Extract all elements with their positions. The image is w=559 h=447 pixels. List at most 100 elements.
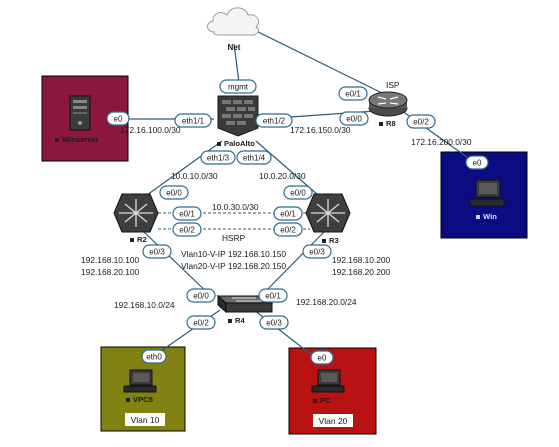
r2-ip-vlan20: 192.168.20.100	[81, 267, 140, 277]
subnet-pa-r3: 10.0.20.0/30	[259, 171, 306, 181]
svg-text:e0/1: e0/1	[280, 210, 296, 219]
vpc5-vlan-label: Vlan 10	[131, 415, 160, 425]
pc-pc-icon[interactable]	[311, 369, 345, 393]
interface-ws-e0[interactable]: e0	[106, 111, 130, 126]
r2-label: R2	[137, 235, 147, 244]
winserver-status-icon	[55, 138, 59, 142]
hsrp-label: HSRP	[222, 233, 246, 243]
r4-switch-icon[interactable]	[216, 294, 274, 314]
interface-r2-e01[interactable]: e0/1	[172, 206, 202, 221]
vpc5-pc-icon[interactable]	[123, 369, 157, 393]
win-label: Win	[483, 212, 497, 221]
link-r3-r4	[259, 231, 325, 298]
svg-text:e0/3: e0/3	[266, 319, 282, 328]
pc-label: PC	[320, 396, 331, 405]
cloud-icon[interactable]	[207, 7, 260, 36]
router-icon[interactable]	[368, 91, 408, 117]
paloalto-label: PaloAlto	[224, 139, 255, 148]
svg-text:eth1/1: eth1/1	[182, 117, 205, 126]
r2-l3-switch-icon[interactable]	[113, 193, 159, 233]
r4-status-icon	[228, 319, 232, 323]
svg-text:e0/2: e0/2	[193, 319, 209, 328]
vlan20-subnet: 192.168.20.0/24	[296, 297, 357, 307]
svg-text:e0: e0	[318, 354, 327, 363]
subnet-r2-r3: 10.0.30.0/30	[212, 202, 259, 212]
net-label: Net	[228, 43, 241, 52]
link-paloalto-r2	[146, 140, 223, 196]
svg-text:e0/2: e0/2	[179, 226, 195, 235]
svg-text:e0/1: e0/1	[345, 90, 361, 99]
interface-isp-e02[interactable]: e0/2	[406, 114, 436, 129]
interface-pa-eth14[interactable]: eth1/4	[236, 150, 272, 165]
firewall-icon[interactable]	[217, 95, 259, 137]
r2-status-icon	[130, 238, 134, 242]
r2-ip-vlan10: 192.168.10.100	[81, 255, 140, 265]
pc-status-icon	[313, 399, 317, 403]
interface-r3-e02[interactable]: e0/2	[273, 222, 303, 237]
interface-r3-e03[interactable]: e0/3	[302, 244, 332, 259]
svg-text:e0/0: e0/0	[166, 189, 182, 198]
vpc5-label: VPC5	[133, 395, 154, 404]
vpc5-status-icon	[126, 398, 130, 402]
svg-text:mgmt: mgmt	[228, 83, 249, 92]
svg-text:e0/1: e0/1	[265, 292, 281, 301]
svg-text:e0/2: e0/2	[280, 226, 296, 235]
interface-r3-e01[interactable]: e0/1	[273, 206, 303, 221]
subnet-isp-win: 172.16.200.0/30	[411, 137, 472, 147]
link-net-paloalto	[233, 43, 240, 83]
r3-l3-switch-icon[interactable]	[305, 193, 351, 233]
pc-vlan-label-bg	[313, 414, 353, 427]
svg-text:eth1/4: eth1/4	[243, 154, 266, 163]
win-pc-icon[interactable]	[469, 179, 505, 207]
interface-pc-e0[interactable]: e0	[310, 350, 334, 365]
pc-vlan-label: Vlan 20	[319, 416, 348, 426]
isp-title: ISP	[386, 80, 400, 90]
vpc5-vlan-label-bg	[125, 413, 165, 426]
svg-text:e0/3: e0/3	[309, 248, 325, 257]
r4-label: R4	[235, 316, 245, 325]
interface-r4-e02[interactable]: e0/2	[186, 315, 216, 330]
r3-ip-vlan20: 192.168.20.200	[332, 267, 391, 277]
interface-r2-e00[interactable]: e0/0	[159, 185, 189, 200]
interface-isp-e01[interactable]: e0/1	[338, 86, 368, 101]
svg-text:e0: e0	[473, 159, 482, 168]
interface-r2-e03[interactable]: e0/3	[142, 244, 172, 259]
interface-vpc5-eth0[interactable]: eth0	[141, 349, 167, 364]
interface-pa-mgmt[interactable]: mgmt	[219, 79, 257, 94]
link-net-isp	[249, 27, 383, 94]
winserver-label: Winserver	[62, 135, 99, 144]
r3-ip-vlan10: 192.168.10.200	[332, 255, 391, 265]
svg-text:eth0: eth0	[146, 353, 162, 362]
link-r2-r4	[143, 231, 213, 298]
svg-text:e0: e0	[114, 115, 123, 124]
svg-text:e0/2: e0/2	[413, 118, 429, 127]
interface-pa-eth12[interactable]: eth1/2	[255, 113, 293, 128]
subnet-pa-r2: 10.0.10.0/30	[171, 171, 218, 181]
paloalto-status-icon	[217, 142, 221, 146]
subnet-pa-isp: 172.16.150.0/30	[290, 125, 351, 135]
vlan10-vip-label: Vlan10-V-IP 192.168.10.150	[181, 249, 286, 259]
svg-text:eth1/2: eth1/2	[263, 117, 286, 126]
r3-label: R3	[329, 236, 339, 245]
svg-text:e0/1: e0/1	[179, 210, 195, 219]
r8-status-icon	[379, 122, 383, 126]
interface-pa-eth13[interactable]: eth1/3	[200, 150, 236, 165]
interface-r4-e00[interactable]: e0/0	[186, 288, 216, 303]
r8-label: R8	[386, 119, 396, 128]
subnet-ws-pa: 172.16.100.0/30	[120, 125, 181, 135]
interface-r2-e02[interactable]: e0/2	[172, 222, 202, 237]
svg-text:e0/0: e0/0	[290, 189, 306, 198]
interface-r4-e01[interactable]: e0/1	[258, 288, 288, 303]
svg-text:e0/0: e0/0	[346, 115, 362, 124]
r3-status-icon	[322, 239, 326, 243]
interface-pa-eth11[interactable]: eth1/1	[174, 113, 212, 128]
svg-text:eth1/3: eth1/3	[207, 154, 230, 163]
svg-text:e0/3: e0/3	[149, 248, 165, 257]
interface-isp-e00[interactable]: e0/0	[339, 111, 369, 126]
interface-r3-e00[interactable]: e0/0	[283, 185, 313, 200]
interface-win-e0[interactable]: e0	[465, 155, 489, 170]
server-icon[interactable]	[69, 95, 91, 131]
interface-r4-e03[interactable]: e0/3	[259, 315, 289, 330]
